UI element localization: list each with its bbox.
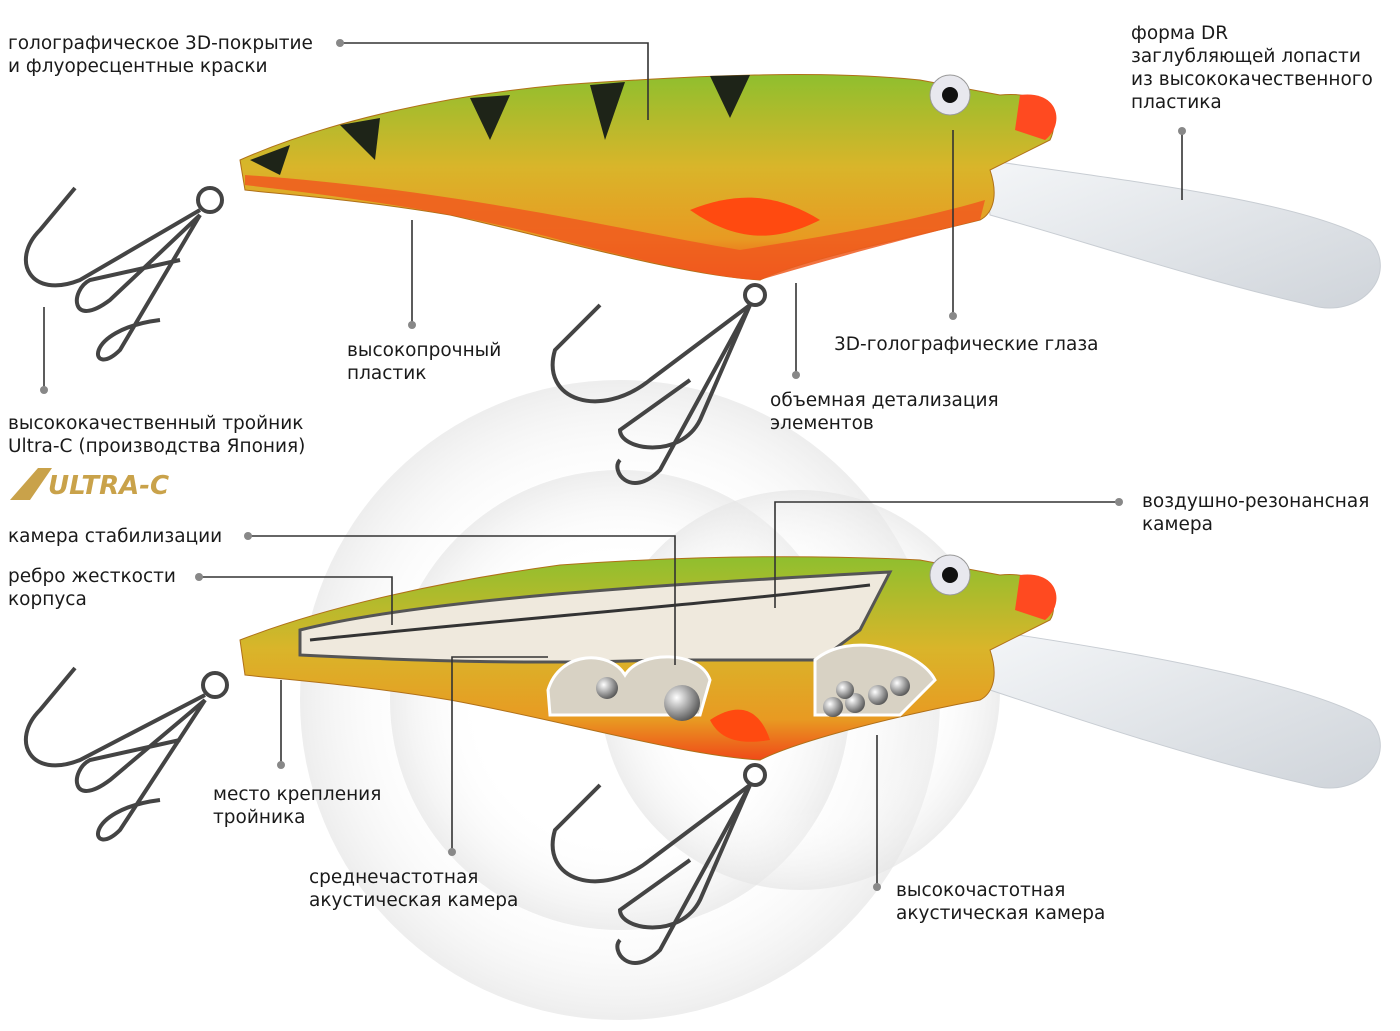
- mouth: [1015, 574, 1057, 620]
- lure-bottom: [239, 554, 1381, 789]
- callout-coating: голографическое 3D-покрытие и флуоресцен…: [8, 33, 313, 77]
- stiffening-rib-cutaway: [298, 570, 893, 664]
- callout-hook-mount: место крепления тройника: [213, 784, 382, 828]
- ultra-c-logo: ULTRA-C: [10, 468, 169, 501]
- callout-high-freq: высокочастотная акустическая камера: [896, 880, 1106, 924]
- callout-rib: ребро жесткости корпуса: [8, 566, 176, 610]
- lure-body: [239, 74, 1054, 281]
- belly: [245, 175, 985, 280]
- callout-stabilization: камера стабилизации: [8, 526, 223, 547]
- diving-lip: [984, 629, 1381, 789]
- leader-lines: [43, 42, 1183, 887]
- callout-plastic: высокопрочный пластик: [347, 340, 502, 384]
- callout-detail: объемная детализация элементов: [770, 390, 999, 434]
- callout-lip: форма DR заглубляющей лопасти из высокок…: [1131, 23, 1373, 113]
- diving-lip: [984, 159, 1381, 309]
- callout-eyes: 3D-голографические глаза: [834, 334, 1099, 355]
- hooks-bottom: [23, 666, 767, 965]
- stripes: [250, 75, 750, 175]
- callout-air-chamber: воздушно-резонансная камера: [1142, 491, 1370, 535]
- mouth: [1015, 94, 1057, 140]
- callout-dots: [40, 39, 1186, 891]
- callout-hook: высококачественный тройник Ultra-C (прои…: [8, 413, 306, 457]
- pectoral-fin: [690, 197, 820, 236]
- hooks-top: [23, 186, 767, 485]
- lure-top: [239, 74, 1381, 309]
- callout-mid-freq: среднечастотная акустическая камера: [309, 867, 519, 911]
- svg-text:ULTRA-C: ULTRA-C: [48, 471, 169, 501]
